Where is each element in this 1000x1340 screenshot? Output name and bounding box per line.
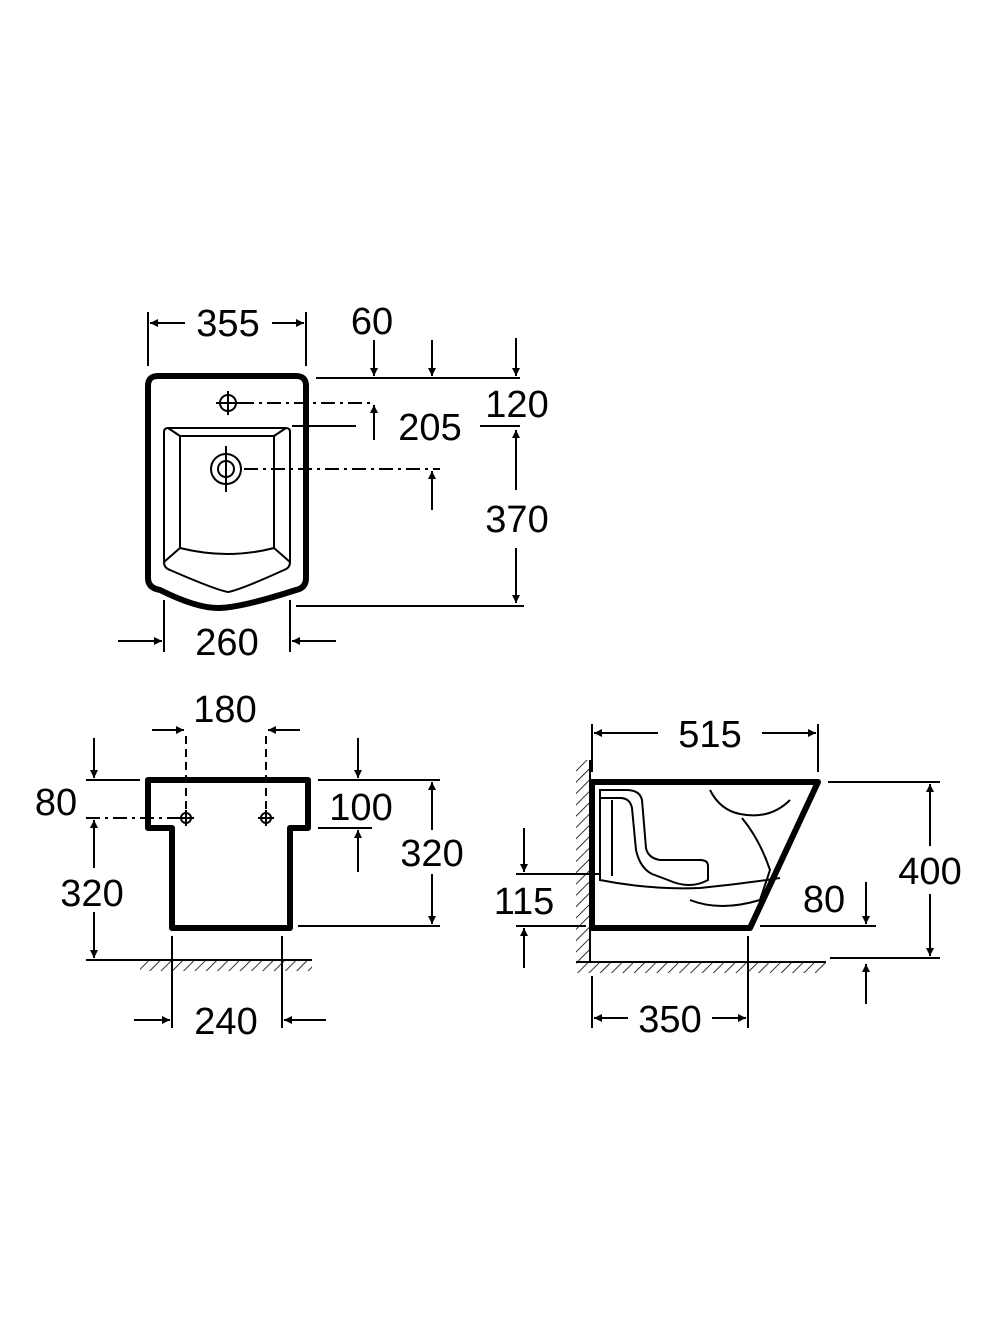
dim-base-width: 240 bbox=[194, 1001, 257, 1043]
floor-hatch bbox=[140, 961, 312, 971]
wall-hatch bbox=[576, 760, 589, 962]
dim-wall-offset: 115 bbox=[494, 881, 555, 923]
bidet-top-outline bbox=[145, 373, 309, 611]
bowl-inner-outline bbox=[163, 427, 291, 594]
dim-pipe-spacing: 180 bbox=[193, 689, 256, 731]
inner-profile bbox=[599, 789, 709, 886]
dim-tap-offset: 60 bbox=[351, 301, 393, 343]
floor-hatch-side bbox=[576, 963, 826, 973]
dim-drain-depth: 370 bbox=[485, 499, 548, 541]
dim-drain-height: 80 bbox=[803, 879, 845, 921]
dim-body-height: 320 bbox=[400, 833, 463, 875]
bidet-side-outline bbox=[589, 779, 821, 931]
inlet-right-icon bbox=[258, 810, 274, 826]
dim-inlet-height: 80 bbox=[35, 782, 77, 824]
dim-width-top: 355 bbox=[196, 303, 259, 345]
bidet-front-outline bbox=[145, 777, 311, 931]
top-view: 355 260 60 120 205 370 bbox=[118, 301, 549, 664]
dim-height: 400 bbox=[898, 851, 961, 893]
inlet-left-icon bbox=[178, 810, 194, 826]
dim-base-length: 350 bbox=[638, 999, 701, 1041]
dim-length: 515 bbox=[678, 714, 741, 756]
dim-bowl-depth: 205 bbox=[398, 407, 461, 449]
front-view: 180 80 320 100 320 240 bbox=[35, 689, 464, 1043]
side-view: 515 400 80 115 350 bbox=[494, 714, 962, 1041]
bowl-basin-line bbox=[179, 435, 275, 555]
dim-tap-depth: 120 bbox=[485, 384, 548, 426]
dim-floor-height: 320 bbox=[60, 873, 123, 915]
drain-icon bbox=[210, 446, 242, 492]
tap-hole-icon bbox=[216, 391, 240, 415]
dim-upper-height: 100 bbox=[329, 787, 392, 829]
dim-width-bottom: 260 bbox=[195, 622, 258, 664]
